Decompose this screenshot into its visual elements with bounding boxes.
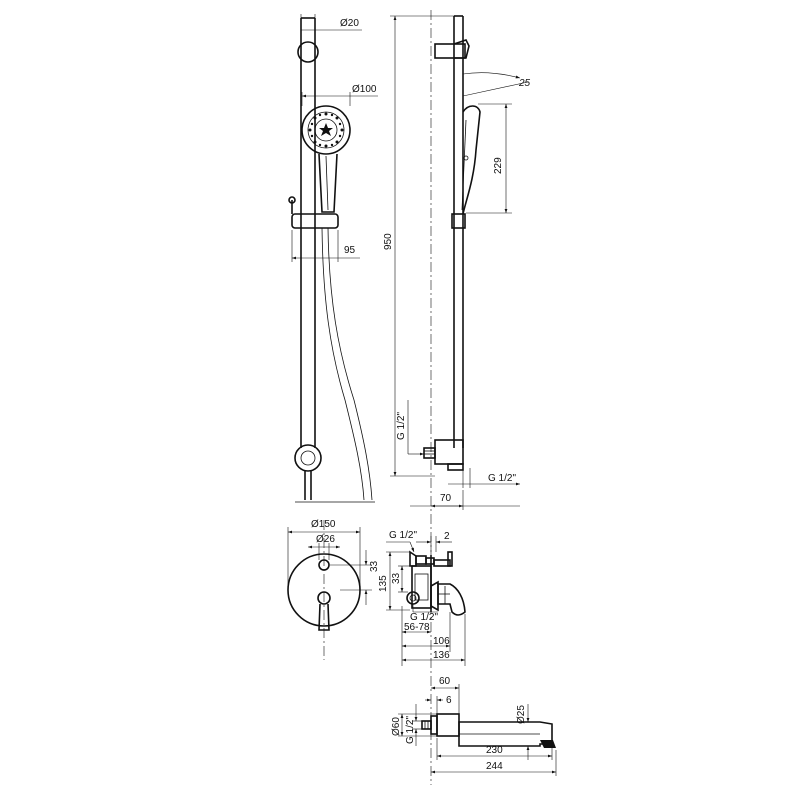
- label-mixer-gap: 2: [444, 531, 450, 542]
- mixer-side-view: [406, 550, 466, 616]
- hand-shower-head: [301, 105, 351, 155]
- dim-head-angle: 25: [462, 72, 531, 97]
- side-hand-shower: [461, 105, 481, 215]
- dim-head-length: 229: [466, 103, 512, 214]
- label-outlet-thread-right: G 1/2": [488, 473, 516, 484]
- mixer-lever-hub: [317, 591, 331, 605]
- dim-mixer-gap: 2: [416, 531, 452, 552]
- top-wall-bracket: [297, 41, 319, 63]
- slider-holder: [288, 196, 339, 229]
- dim-mixer-offset: 33: [391, 565, 410, 593]
- dim-outlet-thread-left: G 1/2": [396, 400, 424, 456]
- label-spout-width-60: 60: [439, 676, 451, 687]
- dim-spout-thread: G 1/2": [405, 704, 422, 746]
- label-plate-offset: 33: [369, 560, 380, 572]
- label-spout-thread: G 1/2": [405, 716, 416, 744]
- dim-mixer-depth-range: 56-78: [401, 606, 431, 640]
- label-spout-body-diameter: Ø60: [391, 717, 402, 736]
- bottom-wall-bracket: [294, 444, 322, 472]
- label-mixer-depth-range: 56-78: [404, 622, 430, 633]
- dim-mixer-outlet-thread: G 1/2": [410, 604, 438, 623]
- dim-spout-tube-diameter: Ø25: [516, 704, 534, 760]
- label-mixer-depth-106: 106: [433, 636, 450, 647]
- label-mixer-height: 135: [378, 575, 389, 592]
- diverter-knob: [318, 559, 330, 571]
- dim-knob-diameter: Ø26: [308, 534, 340, 560]
- label-spout-wall-6: 6: [446, 695, 452, 706]
- dim-plate-diameter: Ø150: [287, 519, 361, 590]
- side-view-slide-rail: [423, 15, 481, 471]
- label-knob-diameter: Ø26: [316, 534, 335, 545]
- label-head-length: 229: [493, 157, 504, 174]
- label-mixer-depth-136: 136: [433, 650, 450, 661]
- label-outlet-offset: 70: [440, 493, 452, 504]
- label-bar-diameter: Ø20: [340, 18, 359, 29]
- label-head-diameter: Ø100: [352, 84, 377, 95]
- dim-outlet-offset: 70: [410, 490, 520, 510]
- dim-holder-offset: 95: [291, 230, 360, 262]
- bath-spout: [421, 713, 556, 748]
- label-holder-offset: 95: [344, 245, 356, 256]
- label-outlet-thread-left: G 1/2": [396, 412, 407, 440]
- dim-spout-length-244: 244: [431, 750, 557, 776]
- mixer-lever: [318, 603, 330, 631]
- side-outlet-elbow: [423, 439, 464, 471]
- dim-mixer-depth-106: 106: [402, 612, 451, 652]
- dim-spout-length-230: 230: [436, 738, 553, 760]
- label-spout-length-230: 230: [486, 745, 503, 756]
- dim-rail-length: 950: [383, 15, 454, 477]
- label-spout-length-244: 244: [486, 761, 503, 772]
- dim-mixer-inlet-thread: G 1/2": [386, 530, 417, 553]
- dim-spout-body-diameter: Ø60: [391, 713, 437, 737]
- dim-outlet-thread-right: G 1/2": [448, 468, 520, 488]
- label-spout-tube-diameter: Ø25: [516, 705, 527, 724]
- front-view-slide-rail: [288, 17, 375, 503]
- dim-head-diameter: Ø100: [301, 84, 378, 106]
- dim-mixer-depth-136: 136: [401, 614, 466, 666]
- label-rail-length: 950: [383, 233, 394, 250]
- label-mixer-outlet-thread: G 1/2": [410, 612, 438, 623]
- dim-plate-offset: 33: [330, 550, 380, 605]
- dim-bar-diameter: Ø20: [300, 14, 362, 34]
- dim-mixer-height: 135: [378, 551, 410, 611]
- label-mixer-inlet-thread: G 1/2": [389, 530, 417, 541]
- label-head-angle: 25: [518, 78, 531, 89]
- dim-spout-width-60: 60: [431, 676, 460, 714]
- label-mixer-offset: 33: [391, 572, 402, 584]
- dim-spout-wall-6: 6: [425, 695, 452, 714]
- label-plate-diameter: Ø150: [311, 519, 336, 530]
